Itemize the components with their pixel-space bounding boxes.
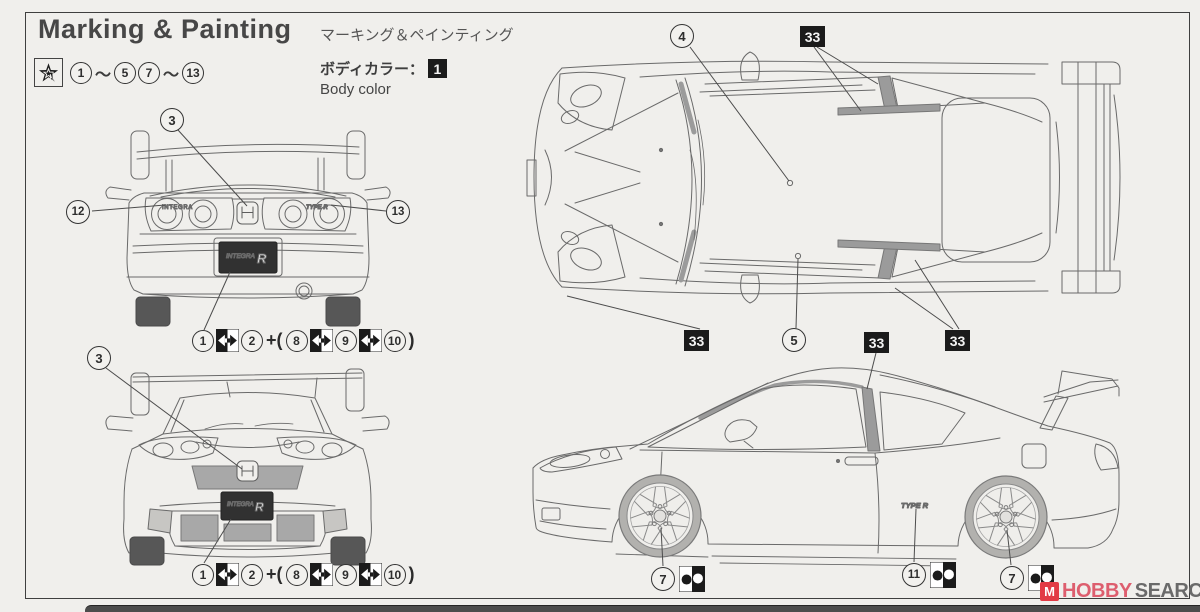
legend-number-5: 5 — [114, 61, 137, 84]
callout-33-roof-trim-far-side: 33 — [800, 26, 825, 47]
rear-plate-name: INTEGRA — [226, 253, 255, 260]
left-right-arrow-icon — [357, 328, 383, 353]
callout-10: 10 — [383, 329, 406, 352]
side-view-drawing: TYPE R — [532, 367, 1120, 567]
front-view-drawing: INTEGRA R — [105, 368, 390, 566]
callout-33-door-window-trim: 33 — [864, 332, 889, 353]
page-title-japanese: マーキング＆ペインティング — [320, 27, 514, 44]
left-right-arrow-icon — [308, 562, 334, 587]
top-view-drawing — [526, 51, 1121, 304]
page-title: Marking & Painting — [38, 14, 292, 44]
trunk-badge-integra: INTEGRA — [162, 205, 193, 211]
left-right-arrow-icon — [215, 328, 240, 353]
callout-8: 8 — [285, 563, 308, 586]
left-right-arrow-icon — [215, 562, 240, 587]
callout-7: 7 — [1000, 566, 1024, 590]
body-color-swatch: 1 — [427, 59, 447, 78]
star-parts-legend: 1 ～ 5 7 ～ 13 — [34, 58, 205, 87]
watermark-hobby-text: HOBBY — [1062, 580, 1132, 602]
next-section-edge — [85, 605, 1200, 612]
callout-11-side-badge: 11 — [902, 561, 957, 589]
plus-paren-text: +( — [266, 330, 283, 350]
callout-7: 7 — [651, 567, 675, 591]
side-badge-type-r: TYPE R — [901, 501, 929, 510]
two-dots-icon — [678, 565, 706, 593]
callout-5-door: 5 — [782, 328, 806, 352]
callout-1: 1 — [192, 329, 214, 352]
front-plate-r: R — [255, 500, 264, 514]
watermark-search-text: SEARCH — [1134, 580, 1200, 602]
callout-10: 10 — [383, 563, 406, 586]
page-frame — [25, 12, 1190, 599]
callout-3-rear-emblem: 3 — [160, 108, 184, 132]
left-right-arrow-icon — [357, 562, 383, 587]
callout-13-tail-light-right: 13 — [386, 200, 410, 224]
legend-number-13: 13 — [182, 61, 205, 84]
body-color-label-en: Body color — [320, 81, 391, 98]
decal-sequence-rear: 1 2 +( 8 9 10 ) — [192, 328, 416, 353]
callout-9: 9 — [334, 563, 357, 586]
legend-tilde: ～ — [95, 66, 112, 84]
callout-33-windshield-trim: 33 — [684, 330, 709, 351]
callout-2: 2 — [241, 329, 263, 352]
legend-tilde: ～ — [163, 66, 180, 84]
trunk-badge-type-r: TYPE R — [306, 205, 328, 211]
legend-number-1: 1 — [70, 61, 92, 84]
body-color-label-jp: ボディカラー： — [320, 61, 424, 78]
callout-33-roof-trim-near-side: 33 — [945, 330, 970, 351]
close-paren-text: ) — [408, 330, 415, 350]
callout-7-front-wheel: 7 — [651, 565, 706, 593]
two-dots-icon — [929, 561, 957, 589]
callout-1: 1 — [192, 563, 214, 586]
close-paren-text: ) — [408, 564, 415, 584]
callout-8: 8 — [285, 329, 308, 352]
hobby-search-watermark: M HOBBY SEARCH — [1040, 580, 1200, 603]
rear-plate-r: R — [257, 251, 267, 266]
front-plate-name: INTEGRA — [227, 502, 254, 508]
left-right-arrow-icon — [308, 328, 334, 353]
callout-leader-lines — [91, 46, 1012, 567]
hobby-search-logo-icon: M — [1040, 582, 1059, 601]
callout-9: 9 — [334, 329, 357, 352]
callout-4-roof: 4 — [670, 24, 694, 48]
callout-12-tail-light-left: 12 — [66, 200, 90, 224]
decal-sequence-front: 1 2 +( 8 9 10 ) — [192, 562, 416, 587]
callout-3-front-emblem: 3 — [87, 346, 111, 370]
callout-2: 2 — [241, 563, 263, 586]
body-color-note: ボディカラー： 1 Body color — [320, 58, 447, 98]
star-icon — [34, 58, 63, 87]
callout-11: 11 — [902, 563, 926, 587]
legend-number-7: 7 — [138, 61, 161, 84]
plus-paren-text: +( — [266, 564, 283, 584]
rear-view-drawing: INTEGRA R INTEGRA TYPE R — [105, 130, 391, 327]
